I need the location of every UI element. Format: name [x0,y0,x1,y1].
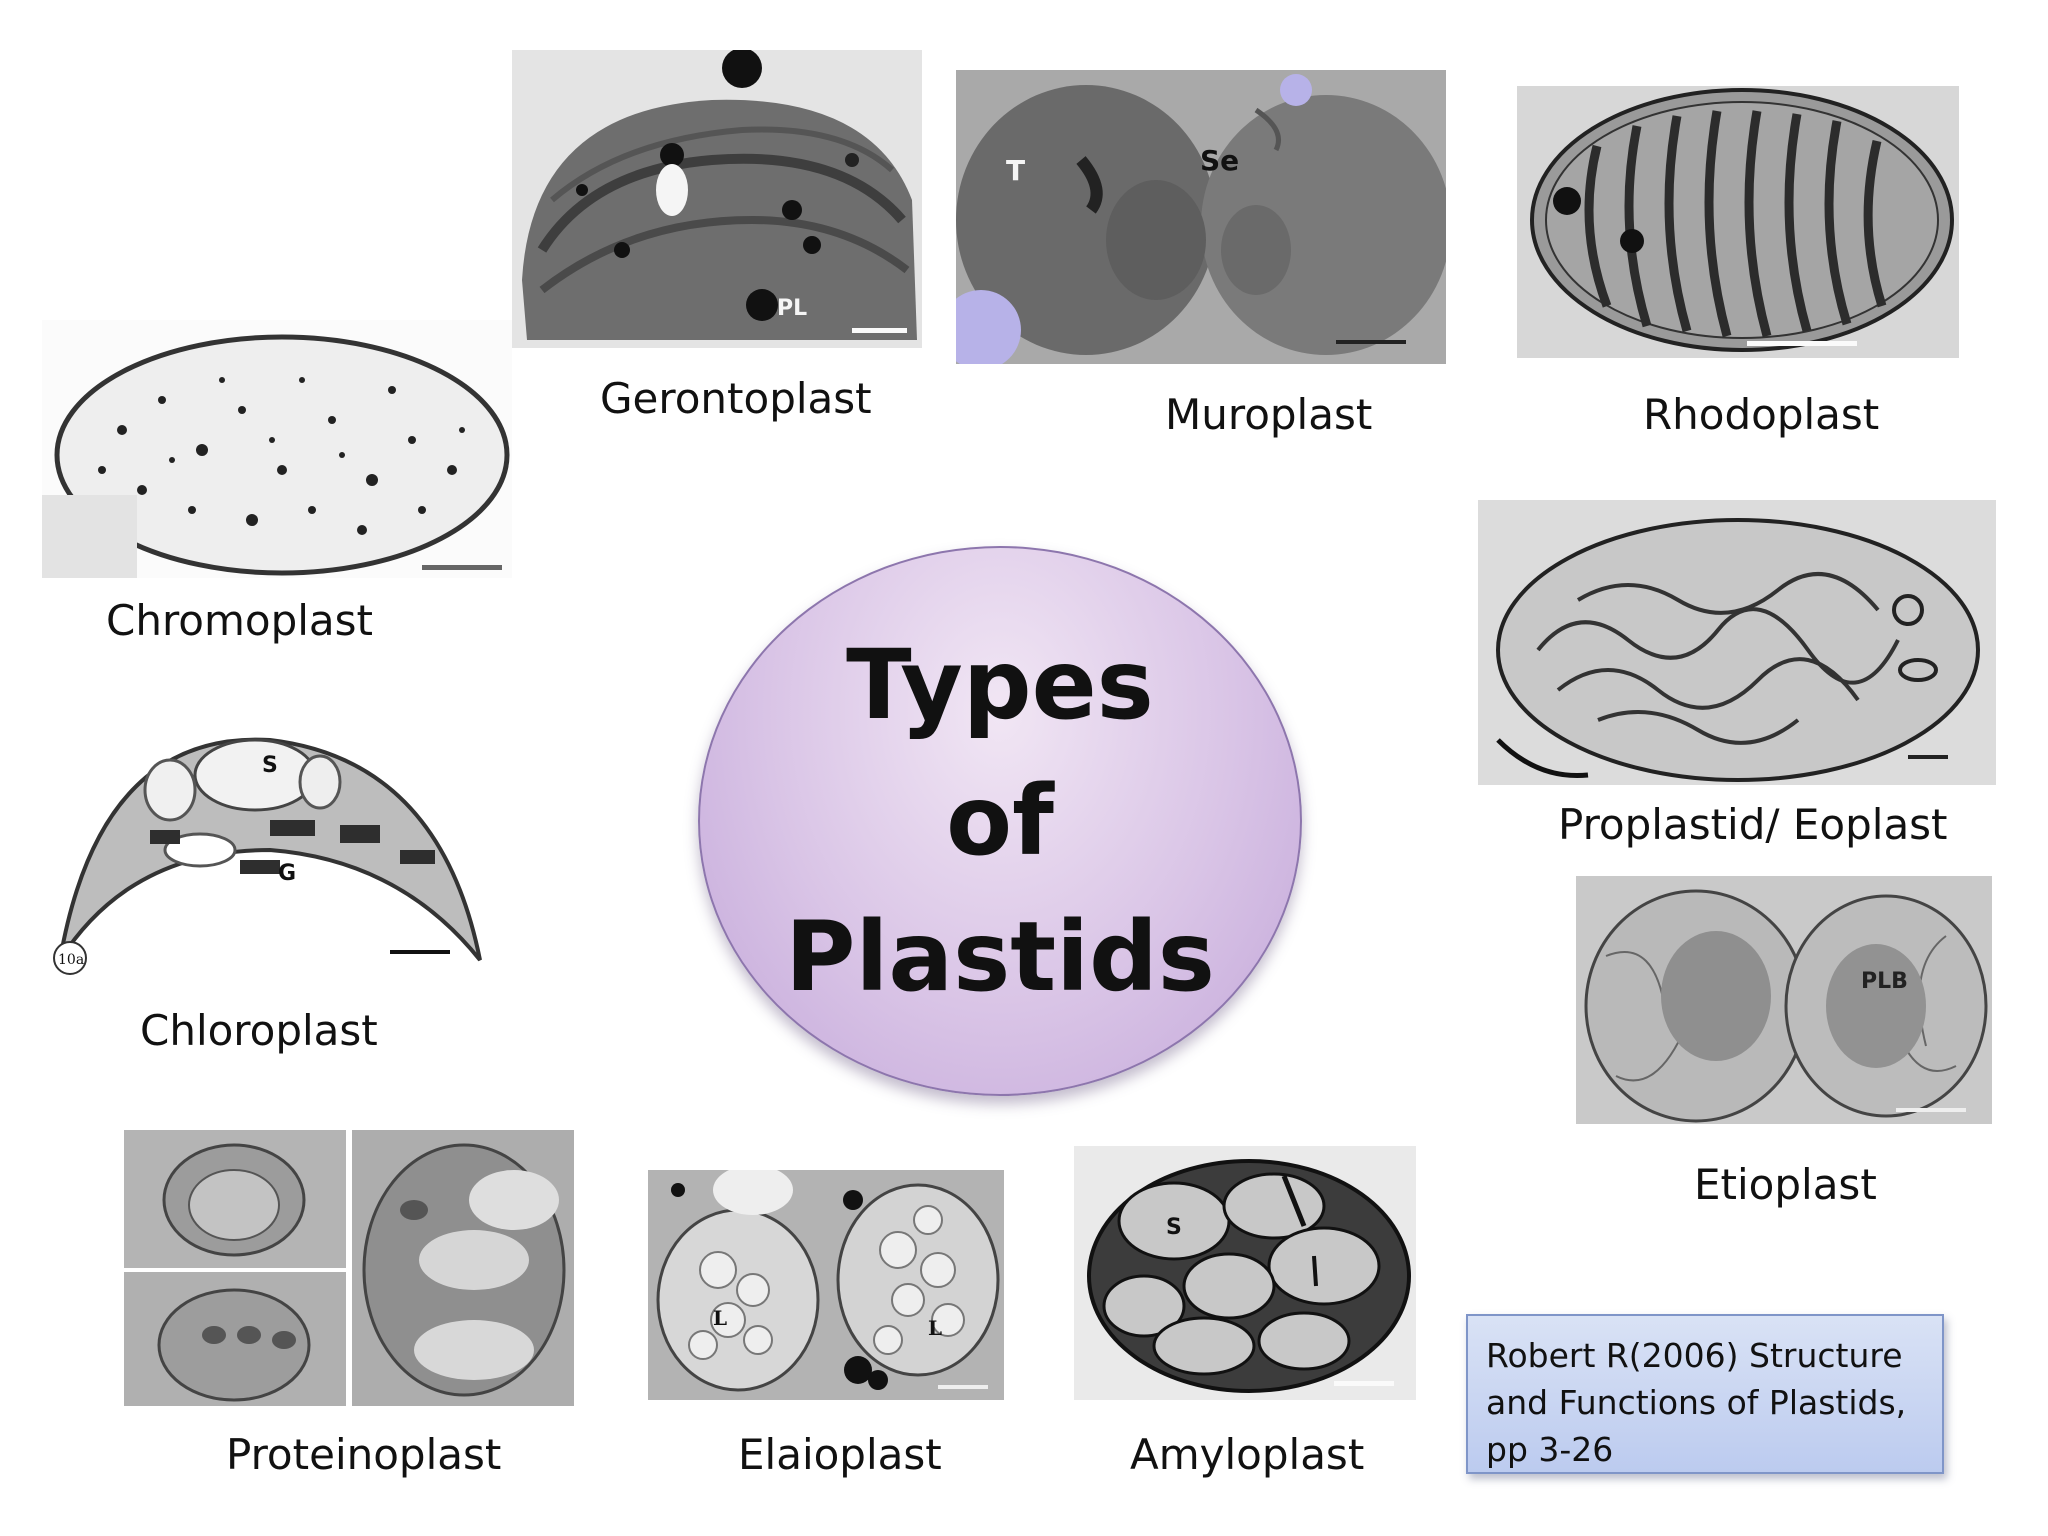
title-circle: Types of Plastids [698,546,1302,1096]
muroplast-label: Muroplast [1165,390,1373,439]
reference-line-2: and Functions of Plastids, [1486,1383,1907,1422]
elaioplast-annotation-l2: L [928,1316,942,1340]
gerontoplast-annotation: PL [777,296,807,321]
etioplast-image: PLB [1576,876,1992,1124]
proplastid-image [1478,500,1996,785]
elaioplast-image: L L [648,1170,1004,1400]
proplastid-label: Proplastid/ Eoplast [1558,800,1948,849]
chloroplast-label: Chloroplast [140,1006,378,1055]
muroplast-annotation-t: T [1006,154,1025,187]
etioplast-annotation: PLB [1861,969,1908,994]
muroplast-annotation-se: Se [1200,144,1239,177]
title-line-of: of [946,765,1054,877]
title-line-types: Types [846,629,1154,741]
rhodoplast-label: Rhodoplast [1643,390,1880,439]
reference-line-3: pp 3-26 [1486,1430,1614,1469]
muroplast-image: T Se [956,70,1446,364]
proteinoplast-label: Proteinoplast [226,1430,502,1479]
elaioplast-annotation-l1: L [713,1306,727,1330]
reference-line-1: Robert R(2006) Structure [1486,1336,1903,1375]
amyloplast-image: S [1074,1146,1416,1400]
amyloplast-label: Amyloplast [1130,1430,1365,1479]
gerontoplast-image: PL [512,50,922,348]
chromoplast-image [42,320,512,578]
chromoplast-label: Chromoplast [106,596,374,645]
title-line-plastids: Plastids [785,901,1215,1013]
proteinoplast-image [124,1130,574,1406]
chloroplast-image: S G 10a [40,700,488,976]
amyloplast-annotation: S [1166,1215,1182,1240]
reference-box: Robert R(2006) Structure and Functions o… [1466,1314,1944,1474]
etioplast-label: Etioplast [1694,1160,1877,1209]
gerontoplast-label: Gerontoplast [600,374,872,423]
elaioplast-label: Elaioplast [738,1430,942,1479]
chloroplast-annotation-g: G [278,861,296,886]
chloroplast-figure-number: 10a [58,952,84,968]
chloroplast-annotation-s: S [262,753,278,778]
rhodoplast-image [1517,86,1959,358]
